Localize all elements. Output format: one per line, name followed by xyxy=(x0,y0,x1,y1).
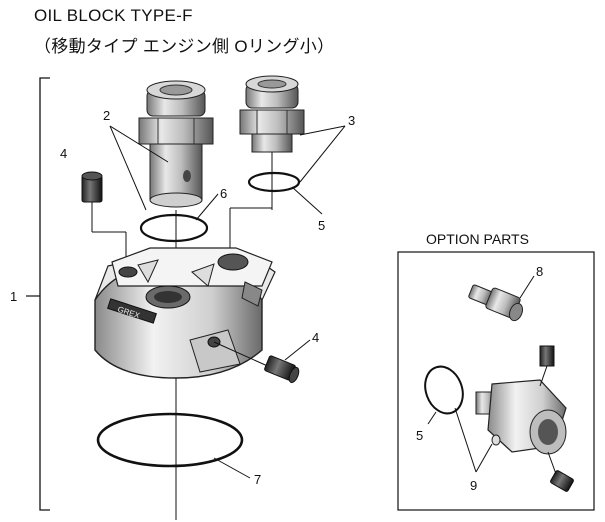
hex-plug-side xyxy=(213,341,300,384)
hex-plug-top xyxy=(81,171,127,268)
callout-8: 8 xyxy=(536,264,543,279)
callout-3: 3 xyxy=(348,113,355,128)
large-o-ring xyxy=(96,412,244,468)
option-parts-box xyxy=(397,251,595,511)
callout-lines xyxy=(109,125,346,479)
callout-5-option: 5 xyxy=(416,428,423,443)
callout-4-side: 4 xyxy=(312,330,319,345)
straight-fitting-left xyxy=(138,80,214,208)
callout-6: 6 xyxy=(220,186,227,201)
straight-fitting-right xyxy=(239,75,305,153)
o-ring-fitting xyxy=(139,213,209,243)
option-callout-lines xyxy=(427,407,493,473)
adapter-fitting xyxy=(468,275,535,322)
callout-4-top: 4 xyxy=(60,146,67,161)
option-o-ring xyxy=(424,365,464,415)
diagram-subtitle: （移動タイプ エンジン側 Oリング小） xyxy=(34,37,335,56)
callout-7: 7 xyxy=(254,472,261,487)
callout-5-main: 5 xyxy=(318,218,325,233)
oil-block-body: GREX xyxy=(94,247,276,379)
option-parts-panel: OPTION PARTS 8 5 xyxy=(397,231,595,511)
callout-2: 2 xyxy=(103,108,110,123)
callout-1: 1 xyxy=(10,289,17,304)
assembly-bracket xyxy=(26,77,50,511)
option-parts-title: OPTION PARTS xyxy=(426,231,529,247)
option-valve-body xyxy=(475,345,574,492)
small-o-ring xyxy=(247,171,301,193)
diagram-title: OIL BLOCK TYPE-F xyxy=(34,6,193,25)
callout-9: 9 xyxy=(470,478,477,493)
